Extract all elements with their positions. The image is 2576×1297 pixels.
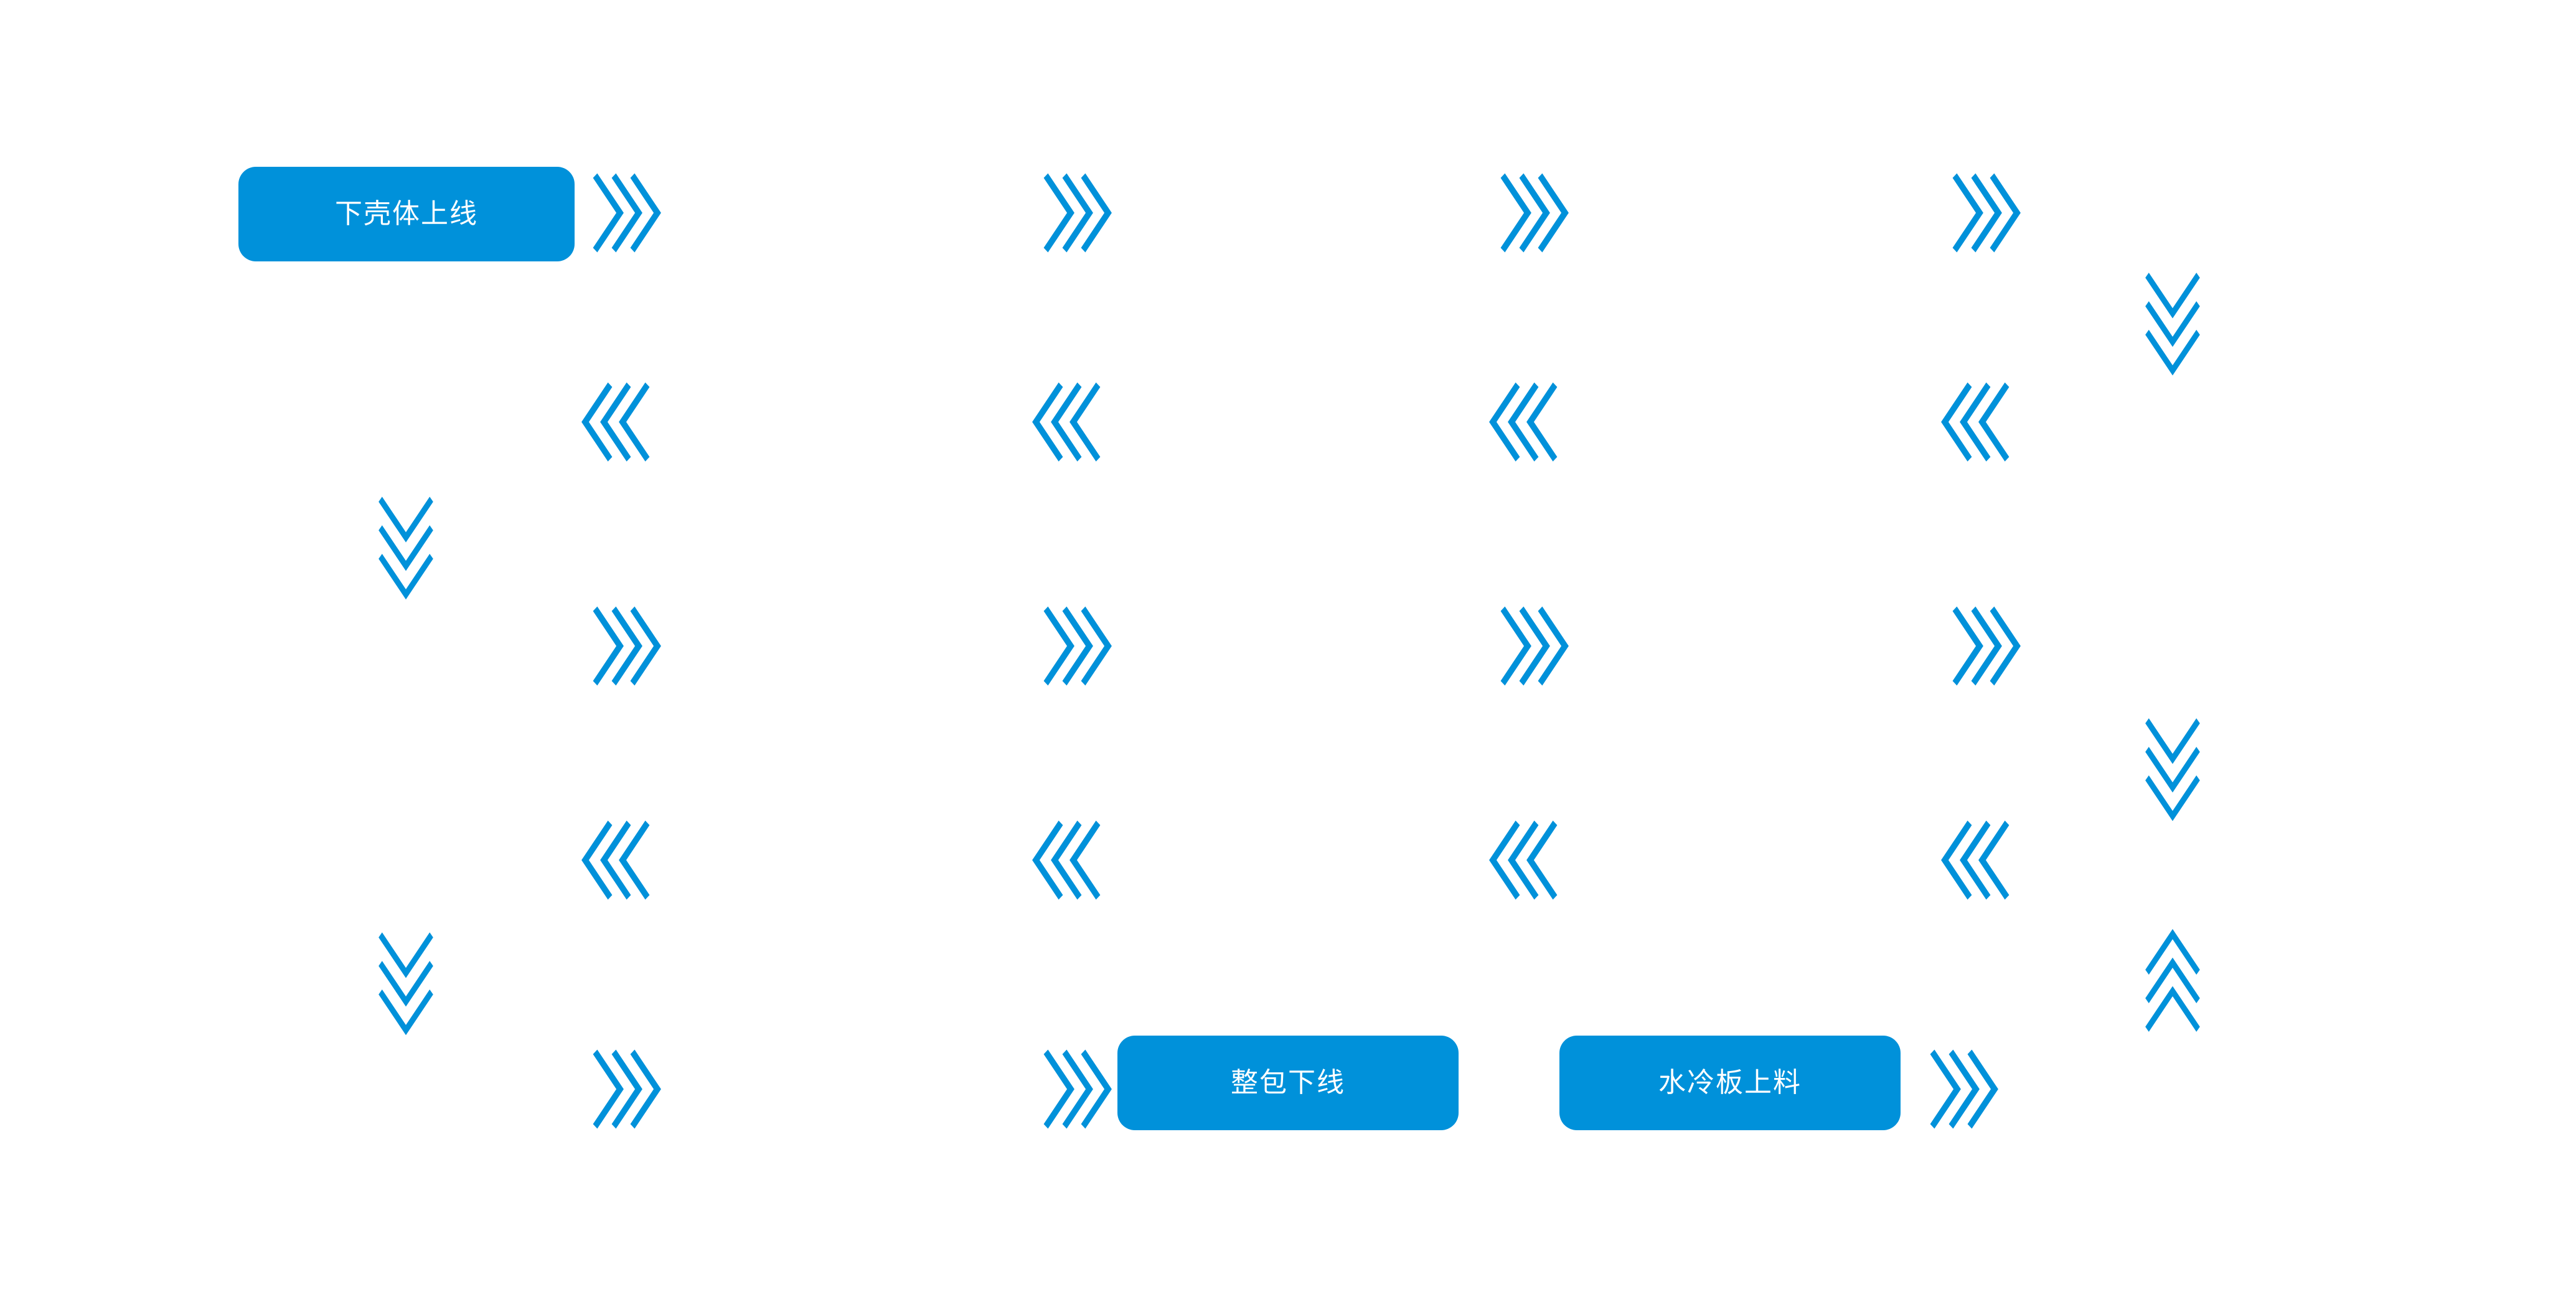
arrow-r5-c4-icon	[1927, 1046, 1998, 1133]
station-button-whole-pack-offline[interactable]: 整包下线	[1117, 1036, 1459, 1130]
arrow-turn-r1-r2-icon	[2143, 269, 2202, 376]
station-button-label: 整包下线	[1231, 1067, 1345, 1098]
station-button-water-cooling-plate-loading[interactable]: 水冷板上料	[1559, 1036, 1901, 1130]
arrow-r3-c3-icon	[1498, 602, 1569, 690]
arrow-r4-c1-icon	[581, 817, 652, 904]
arrow-r2-c2-icon	[1032, 378, 1103, 466]
arrow-r4-c4-icon	[1941, 817, 2012, 904]
arrow-r4-c3-icon	[1489, 817, 1560, 904]
arrow-turn-r4-r5-icon	[376, 929, 436, 1036]
station-button-label: 水冷板上料	[1658, 1067, 1802, 1098]
arrow-r1-c4-icon	[1950, 169, 2021, 256]
arrow-r2-c1-icon	[581, 378, 652, 466]
arrow-r5-c1-icon	[590, 1046, 661, 1133]
arrow-r2-c4-icon	[1941, 378, 2012, 466]
arrow-r3-c2-icon	[1041, 602, 1112, 690]
arrow-r3-c1-icon	[590, 602, 661, 690]
arrow-r5-c2-icon	[1041, 1046, 1112, 1133]
station-button-label: 下壳体上线	[335, 199, 478, 229]
arrow-r1-c2-icon	[1041, 169, 1112, 256]
arrow-r1-c1-icon	[590, 169, 661, 256]
arrow-turn-r2-r3-icon	[376, 493, 436, 600]
arrow-r3-c4-icon	[1950, 602, 2021, 690]
arrow-r2-c3-icon	[1489, 378, 1560, 466]
arrow-turn-r3-r4-icon	[2143, 714, 2202, 822]
station-button-lower-shell-online[interactable]: 下壳体上线	[238, 167, 575, 261]
arrow-r1-c3-icon	[1498, 169, 1569, 256]
arrow-r4-c2-icon	[1032, 817, 1103, 904]
arrow-return-up-icon	[2143, 929, 2202, 1036]
